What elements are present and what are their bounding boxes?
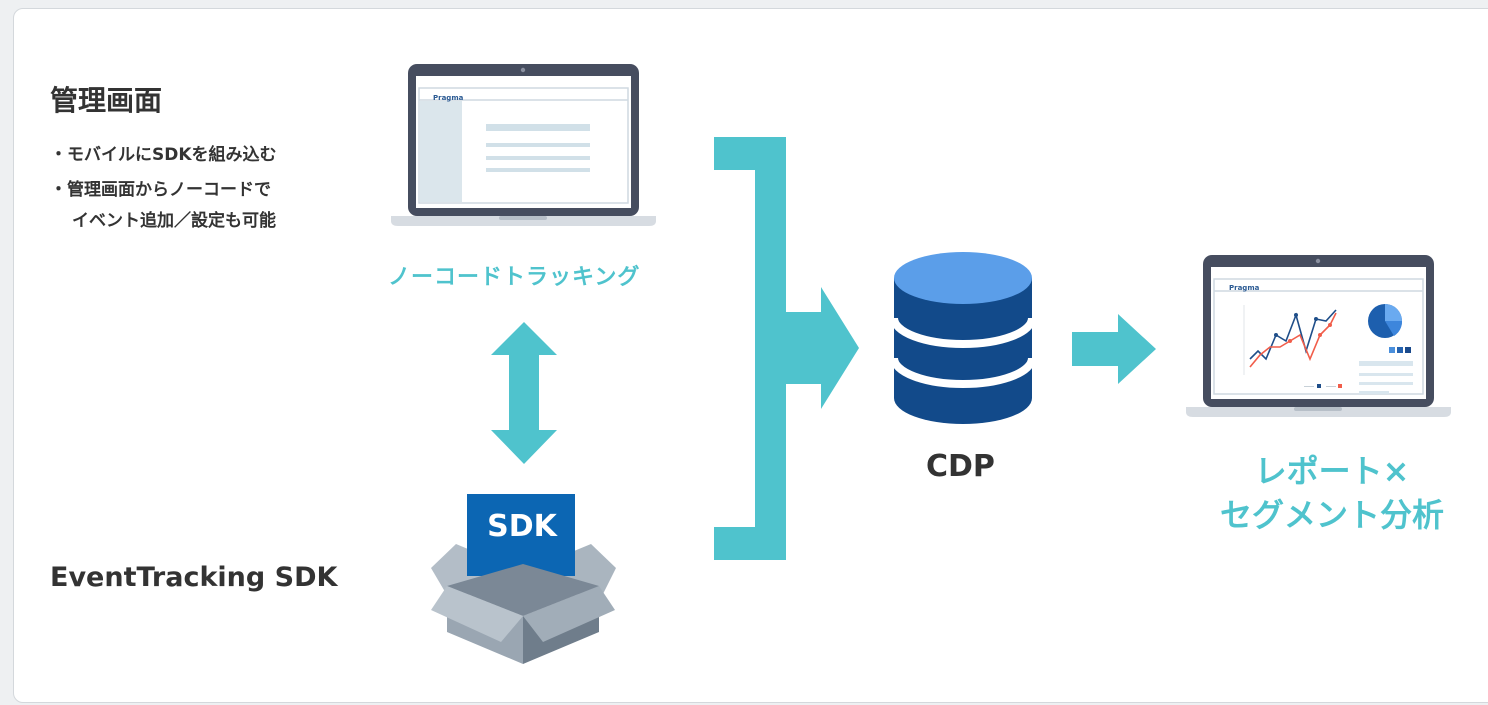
- bullet-item: ・モバイルにSDKを組み込む: [50, 145, 277, 165]
- chart-laptop-icon: [1186, 255, 1451, 417]
- diagram-card: 管理画面 ・モバイルにSDKを組み込む ・管理画面からノーコードで イベント追加…: [13, 8, 1488, 703]
- admin-title: 管理画面: [50, 84, 163, 117]
- sdk-box-label: SDK: [487, 509, 557, 544]
- right-arrow-icon: [1072, 314, 1156, 384]
- sdk-title: EventTracking SDK: [50, 562, 338, 593]
- nocode-tracking-label: ノーコードトラッキング: [388, 265, 641, 290]
- bullet-item: ・管理画面からノーコードで: [50, 180, 271, 200]
- laptop-icon: [391, 64, 656, 226]
- sdk-box-icon: [431, 494, 616, 664]
- database-icon: [890, 252, 1036, 424]
- report-label: レポート× セグメント分析: [1164, 449, 1488, 537]
- screen-brand: Pragma: [1229, 284, 1260, 292]
- screen-brand: Pragma: [433, 94, 464, 102]
- bullet-item-continued: イベント追加／設定も可能: [72, 211, 276, 231]
- report-line-1: レポート×: [1254, 452, 1410, 490]
- double-arrow-icon: [491, 322, 557, 464]
- cdp-label: CDP: [926, 449, 995, 484]
- bracket-arrow-icon: [714, 137, 859, 560]
- report-line-2: セグメント分析: [1219, 496, 1444, 534]
